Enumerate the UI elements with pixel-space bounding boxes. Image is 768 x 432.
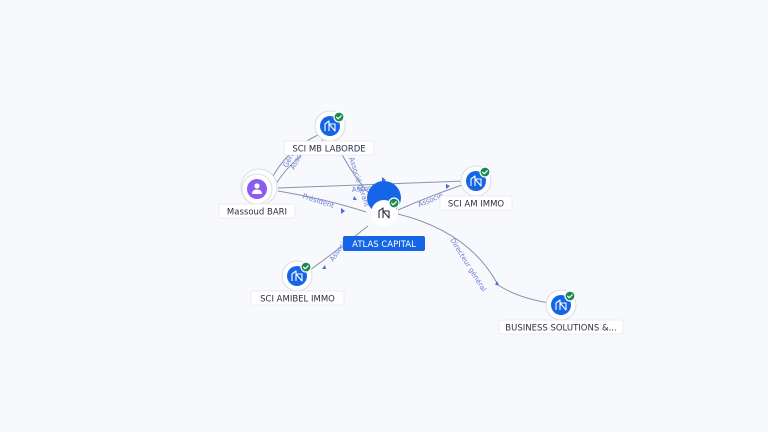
edge-atlas-amibel[interactable]	[309, 225, 369, 271]
verified-badge	[333, 111, 345, 123]
node-label: ATLAS CAPITAL	[352, 240, 416, 250]
edge-label-associe-am-massoud: Associé	[351, 183, 378, 194]
edge-label-directeur: Directeur général	[448, 237, 487, 293]
edge-label-president: Président	[301, 192, 335, 210]
node-label: SCI AMIBEL IMMO	[260, 295, 335, 305]
edge-arrow	[446, 184, 450, 189]
verified-badge	[479, 166, 491, 178]
check-icon	[303, 265, 309, 270]
node-label-box	[250, 290, 345, 306]
building-icon	[324, 120, 336, 132]
node-label: Massoud BARI	[227, 208, 287, 218]
node-label-box	[439, 195, 513, 211]
verified-badge	[388, 197, 400, 209]
node-label: SCI MB LABORDE	[292, 145, 365, 155]
verified-badge	[300, 261, 312, 273]
node-label-box	[498, 319, 624, 335]
check-icon	[391, 201, 397, 206]
node-label-box	[283, 140, 375, 156]
building-icon	[378, 207, 390, 219]
node-disc	[247, 179, 267, 199]
edge-arrow	[322, 265, 326, 269]
edge-arrow	[341, 208, 345, 214]
edge-massoud-atlas[interactable]	[277, 190, 367, 213]
check-icon	[482, 170, 488, 175]
node-business-solutions[interactable]: BUSINESS SOLUTIONS &...	[498, 289, 624, 335]
node-sci-mb-laborde[interactable]: SCI MB LABORDE	[283, 110, 375, 156]
node-label-box	[343, 236, 425, 251]
verified-badge	[564, 290, 576, 302]
node-label: BUSINESS SOLUTIONS &...	[505, 324, 616, 334]
node-label-box	[218, 203, 296, 219]
edge-atlas-am-immo[interactable]	[397, 184, 463, 211]
person-icon	[252, 183, 262, 194]
edge-arrow	[353, 196, 357, 200]
node-label: SCI AM IMMO	[448, 200, 505, 210]
node-massoud-bari[interactable]: Massoud BARI	[218, 168, 296, 219]
edge-arrow	[495, 281, 499, 285]
edge-massoud-am-immo[interactable]	[277, 180, 466, 189]
check-icon	[336, 115, 342, 120]
building-icon	[555, 299, 567, 311]
building-icon	[470, 175, 482, 187]
node-sci-am-immo[interactable]: SCI AM IMMO	[439, 165, 513, 211]
node-sci-amibel-immo[interactable]: SCI AMIBEL IMMO	[250, 260, 345, 306]
check-icon	[567, 294, 573, 299]
edge-atlas-business[interactable]	[397, 213, 551, 304]
building-icon	[291, 270, 303, 282]
node-atlas-capital[interactable]: ATLAS CAPITAL	[343, 181, 425, 251]
